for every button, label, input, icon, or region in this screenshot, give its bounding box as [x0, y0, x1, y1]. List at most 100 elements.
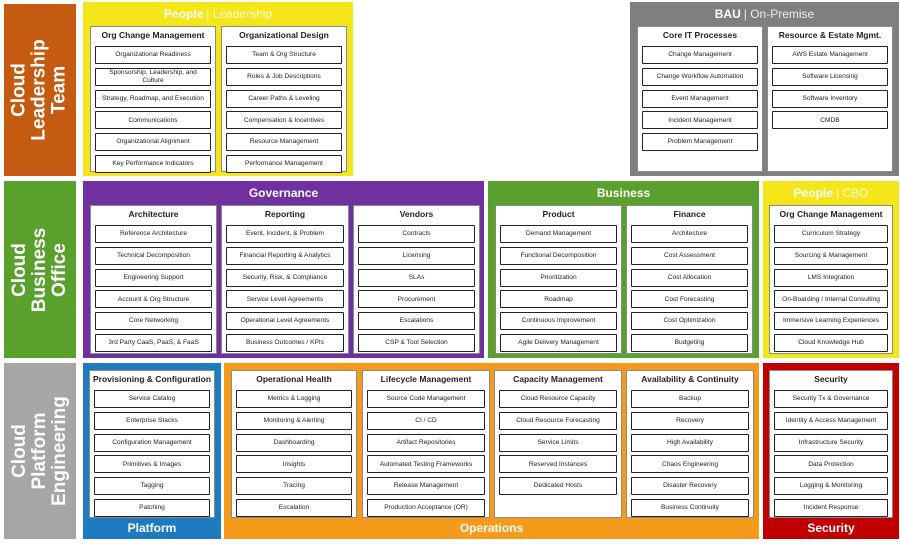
row-label-business-office: Cloud Business Office [4, 181, 76, 358]
column-title: Architecture [128, 209, 179, 219]
capability-disaster-recovery: Disaster Recovery [631, 477, 749, 496]
capability-reference-architecture: Reference Architecture [95, 225, 212, 243]
group-title: Security [807, 520, 855, 535]
column-title: Reporting [264, 209, 306, 219]
capability-ci-cd: CI / CD [367, 411, 485, 430]
capability-backup: Backup [631, 390, 749, 408]
group-people-leadership: People | Leadership Org Change Managemen… [83, 2, 353, 176]
capability-event-incident-and-problem: Event, Incident, & Problem [226, 225, 344, 243]
group-title: BAU [714, 7, 741, 21]
capability-immersive-learning-experiences: Immersive Learning Experiences [774, 312, 888, 331]
capability-artifact-repositories: Artifact Repositories [367, 433, 485, 452]
column-title: Product [542, 209, 575, 219]
row-label-platform-engineering-text: Cloud Platform Engineering [9, 396, 71, 506]
capability-security-tx-and-governance: Security Tx & Governance [774, 390, 888, 408]
capability-high-availability: High Availability [631, 433, 749, 452]
capability-configuration-management: Configuration Management [94, 433, 210, 452]
column-title: Provisioning & Configuration [92, 374, 212, 384]
capability-recovery: Recovery [631, 411, 749, 430]
capability-business-outcomes-kpis: Business Outcomes / KPIs [226, 334, 344, 352]
capability-cost-allocation: Cost Allocation [631, 268, 748, 287]
capability-security-risk-and-compliance: Security, Risk, & Compliance [226, 268, 344, 287]
capability-patching: Patching [94, 499, 210, 517]
capability-roadmap: Roadmap [500, 290, 617, 309]
capability-procurement: Procurement [358, 290, 475, 309]
capability-tagging: Tagging [94, 477, 210, 496]
capability-organizational-readiness: Organizational Readiness [95, 46, 211, 64]
capability-communications: Communications [95, 111, 211, 130]
column-title: Org Change Management [779, 209, 883, 219]
row-label-business-office-text: Cloud Business Office [9, 227, 70, 312]
capability-monitoring-and-alerting: Monitoring & Alerting [236, 411, 352, 430]
capability-automated-testing-frameworks: Automated Testing Frameworks [367, 455, 485, 474]
capability-resource-management: Resource Management [226, 133, 342, 152]
capability-engineering-support: Engineering Support [95, 268, 212, 287]
capability-slas: SLAs [358, 268, 475, 287]
row-label-leadership: Cloud Leadership Team [4, 4, 76, 176]
column-title: Finance [673, 209, 706, 219]
group-title: Governance [248, 186, 319, 200]
group-title: Operations [459, 520, 524, 535]
capability-financial-reporting-and-analytics: Financial Reporting & Analytics [226, 246, 344, 265]
capability-dashboarding: Dashboarding [236, 433, 352, 452]
capability-aws-estate-management: AWS Estate Management [772, 46, 888, 64]
capability-cmdb: CMDB [772, 111, 888, 130]
capability-escalations: Escalations [358, 312, 475, 331]
column-title: Lifecycle Management [380, 374, 472, 384]
capability-compensation-and-incentives: Compensation & Incentives [226, 111, 342, 130]
capability-technical-decomposition: Technical Decomposition [95, 246, 212, 265]
capability-performance-management: Performance Management [226, 155, 342, 173]
capability-prioritization: Prioritization [500, 268, 617, 287]
column-title: Vendors [399, 209, 434, 219]
group-platform-footer: Platform [86, 519, 218, 536]
capability-business-continuity: Business Continuity [631, 499, 749, 517]
capability-change-workflow-automation: Change Workflow Automation [642, 67, 758, 86]
capability-data-protection: Data Protection [774, 455, 888, 474]
column-title: Availability & Continuity [641, 374, 739, 384]
capability-sourcing-and-management: Sourcing & Management [774, 246, 888, 265]
capability-metrics-and-logging: Metrics & Logging [236, 390, 352, 408]
capability-3rd-party-caas-paas-and-faas: 3rd Party CaaS, PaaS, & FaaS [95, 334, 212, 352]
capability-software-licensing: Software Licensing [772, 67, 888, 86]
capability-strategy-roadmap-and-execution: Strategy, Roadmap, and Execution [95, 89, 211, 108]
column-title: Operational Health [256, 374, 332, 384]
capability-operational-level-agreements: Operational Level Agreements [226, 312, 344, 331]
column-title: Security [814, 374, 848, 384]
group-subtitle: | CBO [835, 186, 869, 200]
capability-release-management: Release Management [367, 477, 485, 496]
capability-escalation: Escalation [236, 499, 352, 517]
column-title: Core IT Processes [662, 30, 738, 40]
capability-account-and-org-structure: Account & Org Structure [95, 290, 212, 309]
capability-enterprise-stacks: Enterprise Stacks [94, 411, 210, 430]
capability-change-management: Change Management [642, 46, 758, 64]
capability-cost-optimization: Cost Optimization [631, 312, 748, 331]
capability-lms-integration: LMS Integration [774, 268, 888, 287]
capability-sponsorship-leadership-and-culture: Sponsorship, Leadership, and Culture [95, 67, 211, 86]
group-subtitle: | Leadership [206, 7, 273, 21]
capability-reserved-instances: Reserved Instances [499, 455, 617, 474]
capability-team-and-org-structure: Team & Org Structure [226, 46, 342, 64]
capability-core-networking: Core Networking [95, 312, 212, 331]
group-security-footer: Security [766, 519, 896, 536]
capability-cloud-resource-capacity: Cloud Resource Capacity [499, 390, 617, 408]
capability-insights: Insights [236, 455, 352, 474]
capability-licensing: Licensing [358, 246, 475, 265]
capability-incident-management: Incident Management [642, 111, 758, 130]
capability-problem-management: Problem Management [642, 133, 758, 152]
row-label-platform-engineering: Cloud Platform Engineering [4, 363, 76, 539]
capability-software-inventory: Software Inventory [772, 89, 888, 108]
group-title: People [163, 7, 204, 21]
